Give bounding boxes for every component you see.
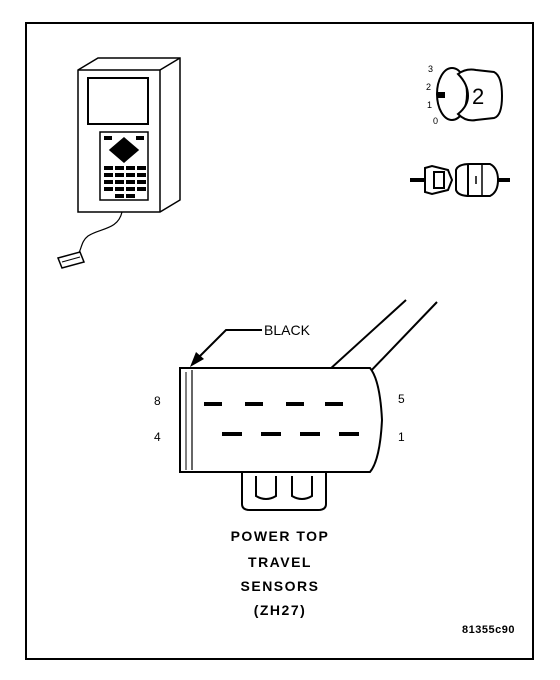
connector-pins xyxy=(204,402,359,436)
color-leader-arrow xyxy=(190,352,204,367)
ignition-switch-icon xyxy=(436,67,504,122)
ignition-position-2: 2 xyxy=(426,82,432,92)
caption-line-4: (ZH27) xyxy=(253,602,307,618)
color-leader-line xyxy=(195,329,262,361)
ignition-position-3: 3 xyxy=(428,64,434,74)
sensor-connector xyxy=(179,367,384,511)
caption-line-1: POWER TOP xyxy=(230,528,330,544)
ignition-position-0: 0 xyxy=(433,116,439,126)
pin-label-1: 1 xyxy=(398,430,405,444)
connector-disconnect-icon xyxy=(410,163,510,197)
pin-label-4: 4 xyxy=(154,430,161,444)
caption-line-3: SENSORS xyxy=(240,578,320,594)
pin-label-8: 8 xyxy=(154,394,161,408)
caption-line-2: TRAVEL xyxy=(248,554,312,570)
ignition-key-position: 2 xyxy=(472,84,485,109)
connector-color-label: BLACK xyxy=(264,322,310,338)
pin-label-5: 5 xyxy=(398,392,405,406)
ignition-position-1: 1 xyxy=(427,100,433,110)
scan-tool-icon xyxy=(56,57,181,269)
figure-id: 81355c90 xyxy=(462,624,515,636)
